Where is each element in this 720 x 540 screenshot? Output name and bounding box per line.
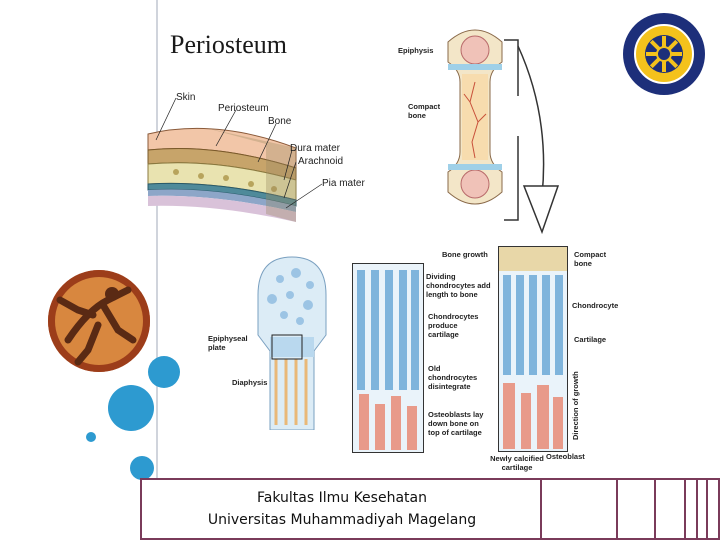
growth-plate-panel-right — [498, 246, 568, 452]
label-direction-of-growth: Direction of growth — [571, 371, 580, 440]
decor-circle-small — [130, 456, 154, 480]
label-diaphysis: Diaphysis — [232, 378, 268, 387]
decor-circle-tiny — [86, 432, 96, 442]
footer-university: Universitas Muhammadiyah Magelang — [207, 512, 477, 528]
label-epiphyseal-plate: Epiphyseal plate — [208, 334, 248, 352]
growth-plate-panel-left — [352, 263, 424, 453]
label-chondrocyte: Chondrocyte — [572, 301, 619, 310]
label-bone: Bone — [268, 116, 292, 127]
label-osteoblasts-lay: Osteoblasts lay down bone on top of cart… — [428, 410, 484, 437]
decor-circle-medium — [148, 356, 180, 388]
epiphysis-drawing — [240, 255, 346, 431]
footer-block-2 — [620, 480, 656, 538]
left-divider — [156, 0, 158, 486]
label-newly-calcified: Newly calcified cartilage — [490, 454, 544, 472]
label-periosteum: Periosteum — [218, 103, 269, 114]
decor-circle-large — [108, 385, 154, 431]
meninges-diagram — [146, 88, 376, 228]
university-logo — [622, 12, 706, 96]
runner-image-circle — [48, 270, 150, 372]
footer-text-box: Fakultas Ilmu Kesehatan Universitas Muha… — [142, 480, 542, 538]
label-old-chondrocytes: Old chondrocytes disintegrate — [428, 364, 478, 391]
label-dura-mater: Dura mater — [290, 143, 341, 154]
footer-faculty: Fakultas Ilmu Kesehatan — [257, 490, 427, 506]
label-pia-mater: Pia mater — [322, 178, 365, 189]
label-dividing-chondrocytes: Dividing chondrocytes add length to bone — [426, 272, 491, 299]
footer-block-4 — [688, 480, 698, 538]
footer: Fakultas Ilmu Kesehatan Universitas Muha… — [140, 478, 720, 540]
page-title: Periosteum — [170, 30, 287, 59]
label-arachnoid: Arachnoid — [298, 156, 344, 167]
label-osteoblast: Osteoblast — [546, 452, 585, 461]
long-bone-diagram — [440, 22, 510, 212]
label-epiphysis: Epiphysis — [398, 46, 434, 55]
zoom-arrow — [500, 36, 570, 236]
label-cartilage: Cartilage — [574, 335, 607, 344]
footer-block-1 — [544, 480, 618, 538]
label-compact-bone-top: Compact bone — [408, 102, 441, 120]
label-skin: Skin — [176, 92, 196, 103]
footer-block-3 — [658, 480, 686, 538]
footer-block-5 — [700, 480, 708, 538]
label-bone-growth: Bone growth — [442, 250, 488, 259]
label-compact-bone-right: Compact bone — [574, 250, 607, 268]
label-chondrocytes-produce: Chondrocytes produce cartilage — [428, 312, 479, 339]
